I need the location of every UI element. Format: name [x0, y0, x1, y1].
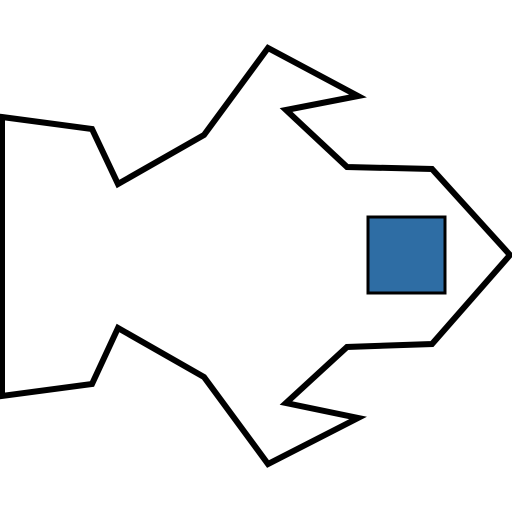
square-marker: [366, 215, 447, 295]
outline-shape: [0, 44, 512, 468]
